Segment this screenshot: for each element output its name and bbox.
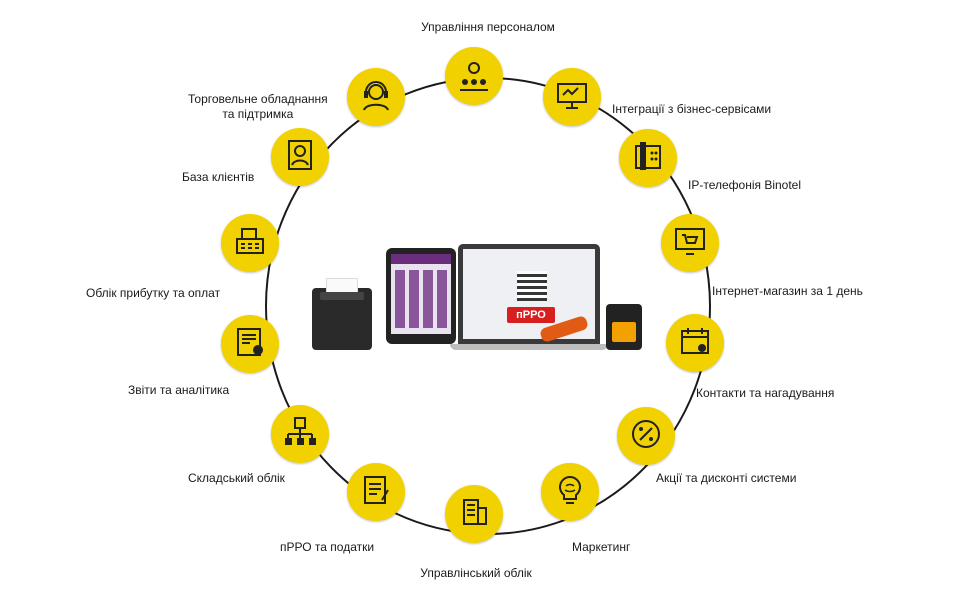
service-node-staff bbox=[445, 47, 503, 105]
laptop-image: пРРО bbox=[450, 244, 608, 350]
service-label-integrations: Інтеграції з бізнес-сервісами bbox=[612, 102, 772, 116]
desk-phone-icon bbox=[630, 138, 666, 179]
cash-register-icon bbox=[232, 223, 268, 264]
service-node-telephony bbox=[619, 129, 677, 187]
pos-tablet-image bbox=[386, 248, 456, 344]
monitor-integration-icon bbox=[554, 77, 590, 118]
service-label-clients: База клієнтів bbox=[182, 170, 255, 184]
service-node-payments bbox=[221, 214, 279, 272]
client-card-icon bbox=[282, 137, 318, 178]
online-store-icon bbox=[672, 223, 708, 264]
team-gear-icon bbox=[456, 56, 492, 97]
reports-building-icon bbox=[456, 494, 492, 535]
service-label-telephony: IP-телефонія Binotel bbox=[688, 178, 802, 192]
service-label-promos: Акції та дисконті системи bbox=[656, 471, 797, 485]
receipt-printer-image bbox=[312, 278, 372, 350]
service-node-eshop bbox=[661, 214, 719, 272]
service-label-payments: Облік прибутку та оплат bbox=[86, 286, 221, 300]
service-label-management: Управлінський облік bbox=[420, 566, 532, 580]
service-node-management bbox=[445, 485, 503, 543]
service-label-staff: Управління персоналом bbox=[421, 20, 555, 34]
service-node-prro bbox=[347, 463, 405, 521]
service-node-integrations bbox=[543, 68, 601, 126]
percent-badge-icon bbox=[628, 416, 664, 457]
service-node-warehouse bbox=[271, 405, 329, 463]
service-node-analytics bbox=[221, 315, 279, 373]
service-node-promos bbox=[617, 407, 675, 465]
prro-badge: пРРО bbox=[507, 307, 555, 323]
service-node-equipment bbox=[347, 68, 405, 126]
qr-code-image bbox=[517, 271, 547, 301]
service-label-analytics: Звіти та аналітика bbox=[128, 383, 230, 397]
report-chart-icon bbox=[232, 324, 268, 365]
payment-terminal-image bbox=[606, 304, 642, 350]
service-label-eshop: Інтернет-магазин за 1 день bbox=[712, 284, 863, 298]
calendar-reminder-icon bbox=[677, 323, 713, 364]
tax-document-icon bbox=[358, 472, 394, 513]
service-node-clients bbox=[271, 128, 329, 186]
support-headset-icon bbox=[358, 77, 394, 118]
service-label-warehouse: Складський облік bbox=[188, 471, 285, 485]
lightbulb-brain-icon bbox=[552, 472, 588, 513]
service-label-prro: пРРО та податки bbox=[280, 540, 375, 554]
service-node-marketing bbox=[541, 463, 599, 521]
service-label-contacts: Контакти та нагадування bbox=[696, 386, 835, 400]
service-node-contacts bbox=[666, 314, 724, 372]
warehouse-boxes-icon bbox=[282, 414, 318, 455]
service-label-marketing: Маркетинг bbox=[572, 540, 631, 554]
